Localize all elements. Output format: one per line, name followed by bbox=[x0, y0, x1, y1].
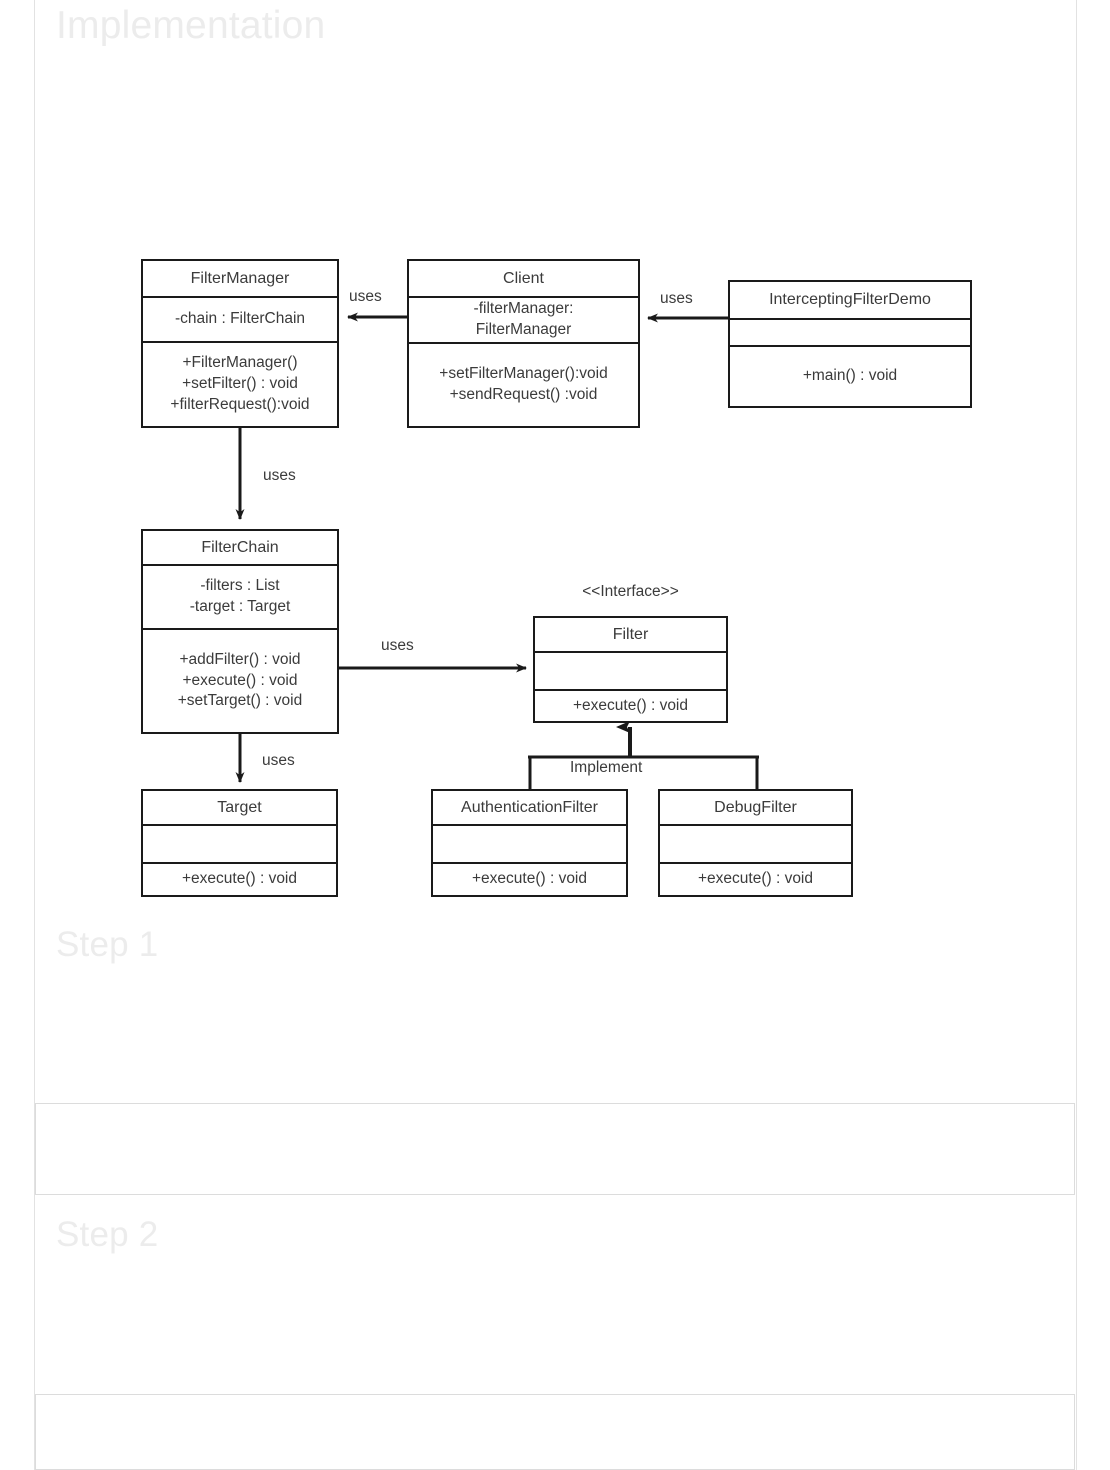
edge-label-filterchain-uses-target: uses bbox=[262, 752, 295, 769]
edge-label-filtermanager-uses-filterchain: uses bbox=[263, 467, 296, 484]
uml-attributes-filter bbox=[535, 651, 726, 689]
uml-connectors bbox=[235, 312, 759, 789]
uml-class-target[interactable]: Target +execute() : void bbox=[141, 789, 338, 897]
uml-attributes-authentication-filter bbox=[433, 824, 626, 862]
uml-class-name-intercepting-filter-demo: InterceptingFilterDemo bbox=[769, 291, 931, 309]
uml-class-debug-filter[interactable]: DebugFilter +execute() : void bbox=[658, 789, 853, 897]
uml-methods-filter: +execute() : void bbox=[535, 689, 726, 721]
uml-class-filter-manager[interactable]: FilterManager -chain : FilterChain +Filt… bbox=[141, 259, 339, 428]
code-block-step-1[interactable] bbox=[35, 1103, 1075, 1195]
edge-label-implement: Implement bbox=[570, 759, 643, 776]
uml-class-intercepting-filter-demo[interactable]: InterceptingFilterDemo +main() : void bbox=[728, 280, 972, 408]
edge-label-filterchain-uses-filter: uses bbox=[381, 637, 414, 654]
uml-class-name-debug-filter: DebugFilter bbox=[714, 798, 797, 816]
uml-class-name-filter-manager: FilterManager bbox=[190, 269, 290, 287]
uml-attributes-target bbox=[143, 824, 336, 862]
page-left-rule bbox=[34, 0, 35, 1470]
uml-methods-intercepting-filter-demo: +main() : void bbox=[730, 345, 970, 406]
uml-class-name-filter-chain: FilterChain bbox=[201, 538, 279, 556]
page-title-implementation: Implementation bbox=[56, 4, 326, 47]
uml-attributes-filter-manager: -chain : FilterChain bbox=[143, 296, 337, 341]
section-heading-step-1: Step 1 bbox=[56, 925, 159, 964]
uml-methods-debug-filter: +execute() : void bbox=[660, 862, 851, 895]
uml-methods-client: +setFilterManager():void +sendRequest() … bbox=[409, 342, 638, 426]
uml-attributes-client: -filterManager: FilterManager bbox=[409, 296, 638, 342]
uml-class-name-authentication-filter: AuthenticationFilter bbox=[461, 798, 598, 816]
uml-stereotype-interface: <<Interface>> bbox=[582, 583, 679, 600]
uml-attributes-debug-filter bbox=[660, 824, 851, 862]
uml-attributes-filter-chain: -filters : List -target : Target bbox=[143, 564, 337, 628]
uml-interface-filter[interactable]: Filter +execute() : void bbox=[533, 616, 728, 723]
uml-class-client[interactable]: Client -filterManager: FilterManager +se… bbox=[407, 259, 640, 428]
uml-class-name-client: Client bbox=[503, 269, 544, 287]
uml-methods-target: +execute() : void bbox=[143, 862, 336, 895]
uml-class-diagram: FilterManager -chain : FilterChain +Filt… bbox=[141, 259, 972, 897]
code-block-step-2[interactable] bbox=[35, 1394, 1075, 1470]
uml-methods-filter-chain: +addFilter() : void +execute() : void +s… bbox=[143, 628, 337, 732]
edge-label-demo-uses-client: uses bbox=[660, 290, 693, 307]
page-right-rule bbox=[1076, 0, 1077, 1470]
edge-label-client-uses-filtermanager: uses bbox=[349, 288, 382, 305]
connector-implement-realization bbox=[528, 721, 759, 789]
uml-attributes-intercepting-filter-demo bbox=[730, 318, 970, 345]
uml-class-name-filter: Filter bbox=[612, 625, 649, 643]
uml-methods-filter-manager: +FilterManager() +setFilter() : void +fi… bbox=[143, 341, 337, 426]
uml-class-authentication-filter[interactable]: AuthenticationFilter +execute() : void bbox=[431, 789, 628, 897]
section-heading-step-2: Step 2 bbox=[56, 1215, 159, 1254]
uml-class-filter-chain[interactable]: FilterChain -filters : List -target : Ta… bbox=[141, 529, 339, 734]
uml-class-name-target: Target bbox=[217, 798, 262, 816]
uml-methods-authentication-filter: +execute() : void bbox=[433, 862, 626, 895]
